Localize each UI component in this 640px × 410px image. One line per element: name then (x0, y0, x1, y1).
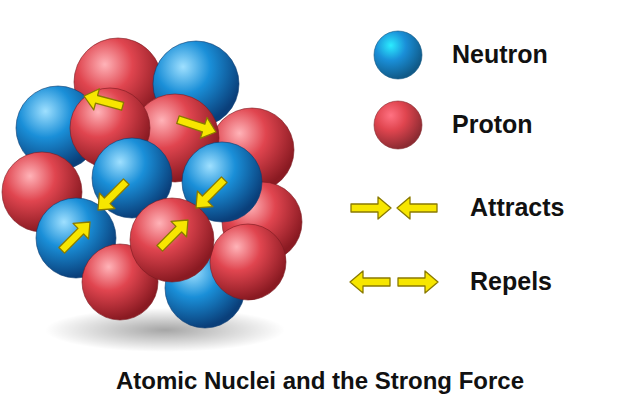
nucleus-spheres (2, 38, 302, 328)
shadow (45, 308, 285, 352)
diagram-title: Atomic Nuclei and the Strong Force (116, 368, 524, 394)
legend-label: Proton (452, 111, 533, 139)
legend-swatches (374, 31, 422, 149)
legend-label: Repels (470, 268, 552, 296)
force-arrows (54, 85, 232, 258)
legend-swatch (374, 101, 422, 149)
legend-label: Attracts (470, 194, 564, 222)
legend-swatch (374, 31, 422, 79)
legend-label: Neutron (452, 41, 548, 69)
legend-arrow-samples (350, 197, 438, 293)
